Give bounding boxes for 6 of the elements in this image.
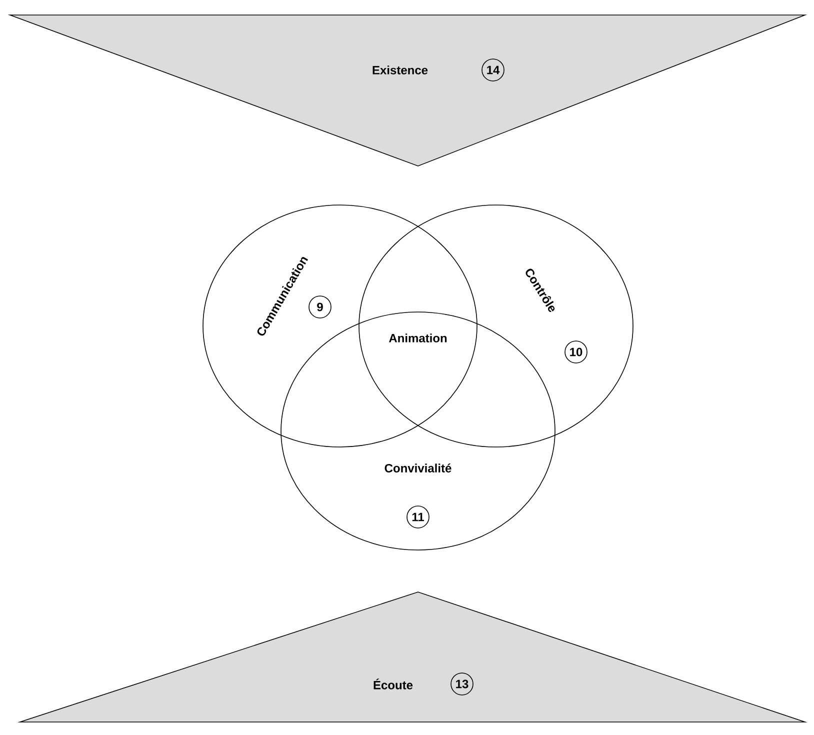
callout-number: 11 — [406, 506, 430, 528]
callout-number: 9 — [308, 296, 332, 318]
region-label: Animation — [388, 334, 447, 342]
callout-number: 10 — [564, 340, 588, 364]
callout-number: 14 — [482, 58, 504, 82]
callout-number: 13 — [450, 672, 474, 696]
